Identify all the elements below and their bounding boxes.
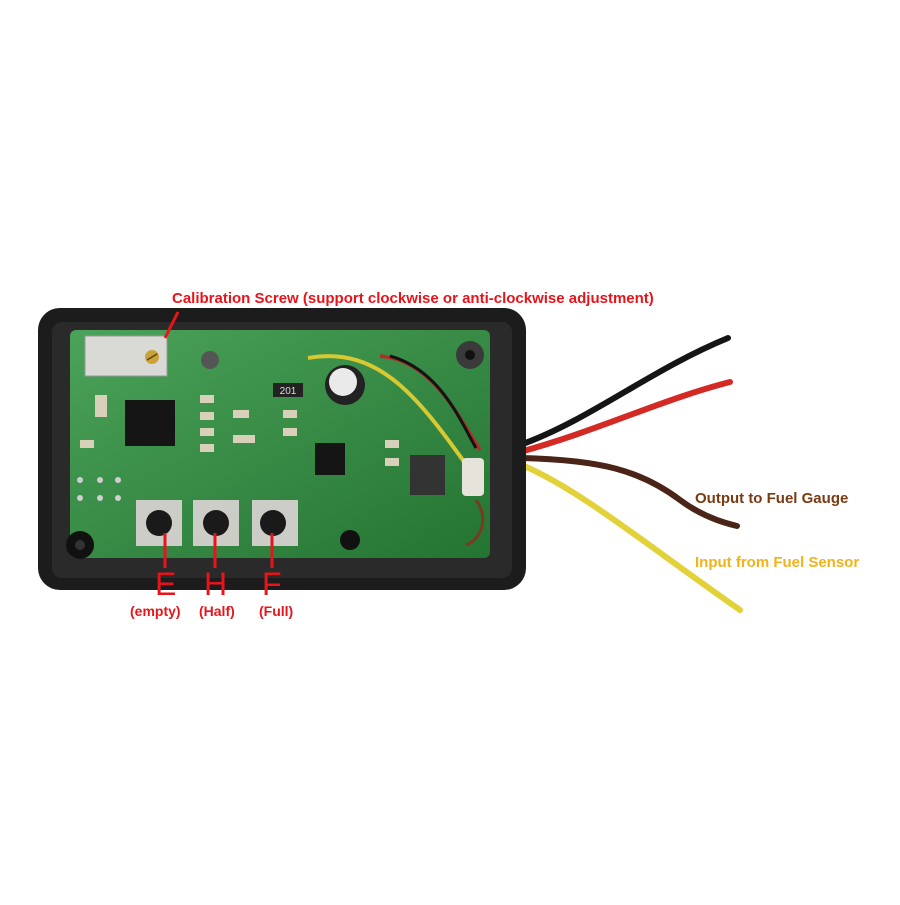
button-e-caption: (empty) — [130, 603, 181, 619]
input-label: Input from Fuel Sensor — [695, 554, 860, 571]
transistor — [410, 455, 445, 495]
wire-clamp — [462, 458, 484, 496]
calibration-screw-label: Calibration Screw (support clockwise or … — [172, 290, 654, 307]
button-f[interactable] — [252, 500, 298, 546]
ic-chip — [125, 400, 175, 446]
external-wires — [517, 335, 743, 613]
ic-chip — [315, 443, 345, 475]
button-e[interactable] — [136, 500, 182, 546]
calibration-pointer — [163, 311, 180, 339]
button-h-caption: (Half) — [199, 603, 235, 619]
resistor-marking: 201 — [280, 386, 297, 397]
output-label: Output to Fuel Gauge — [695, 490, 849, 507]
button-h-letter: H — [204, 566, 228, 602]
button-f-caption: (Full) — [259, 603, 294, 619]
button-e-letter: E — [155, 566, 177, 602]
button-f-letter: F — [262, 566, 282, 602]
